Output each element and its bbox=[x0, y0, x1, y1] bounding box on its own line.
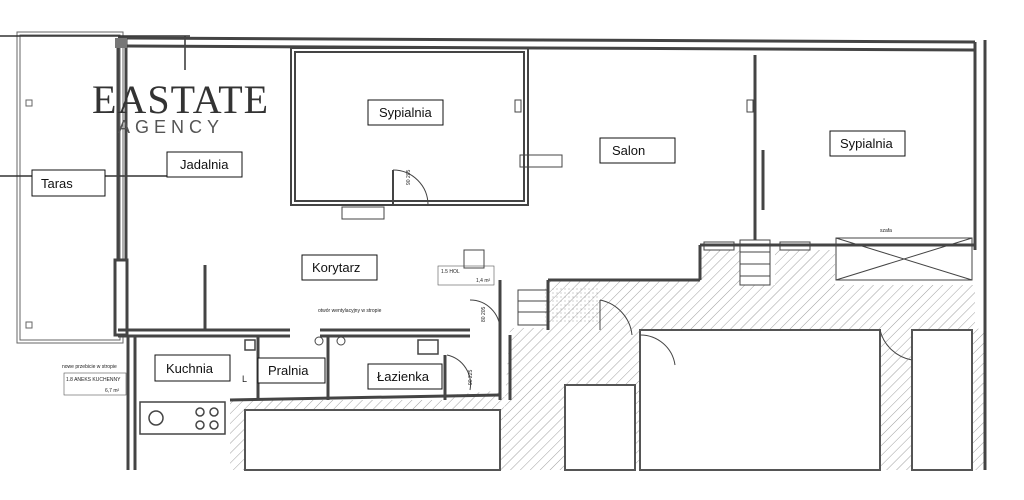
annotation-hol-id: 1.5 HOL bbox=[441, 269, 460, 275]
annotation-hol-area: 1,4 m² bbox=[476, 278, 491, 284]
door-swings bbox=[314, 299, 913, 391]
annotation-aneks-id: 1.8 ANEKS KUCHENNY bbox=[66, 377, 121, 383]
room-label-jadalnia: Jadalnia bbox=[166, 151, 243, 178]
stair-block bbox=[463, 239, 811, 326]
room-label-sypialnia-right: Sypialnia bbox=[829, 130, 906, 157]
annotation-kitchen-marker: L bbox=[242, 374, 247, 384]
bedroom-left-walls bbox=[290, 47, 754, 220]
interior-partitions bbox=[203, 55, 977, 402]
room-label-taras: Taras bbox=[31, 169, 106, 197]
logo-sub-text: AGENCY bbox=[118, 117, 224, 137]
annotation-door-wc: 80 205 bbox=[481, 306, 487, 322]
annotation-aneks-area: 6,7 m² bbox=[105, 388, 120, 394]
room-label-kuchnia: Kuchnia bbox=[154, 354, 231, 382]
logo-main-text: EASTATE bbox=[92, 77, 269, 122]
room-label-korytarz: Korytarz bbox=[301, 254, 378, 281]
annotation-aneks-box bbox=[63, 372, 127, 396]
room-label-salon: Salon bbox=[599, 137, 676, 164]
room-label-sypialnia-left-text: Sypialnia bbox=[379, 105, 433, 120]
annotation-nowe-przebicie: nowe przebicie w stropie bbox=[62, 364, 117, 370]
annotation-door-top: 90 205 bbox=[406, 169, 412, 185]
room-label-kuchnia-text: Kuchnia bbox=[166, 361, 214, 376]
room-label-salon-text: Salon bbox=[612, 143, 645, 158]
room-label-pralnia: Pralnia bbox=[257, 357, 326, 384]
annotation-hol-box bbox=[437, 265, 495, 286]
kitchen-fixtures bbox=[139, 339, 439, 435]
room-label-lazienka-text: Łazienka bbox=[377, 369, 430, 384]
room-label-pralnia-text: Pralnia bbox=[268, 363, 309, 378]
room-label-sypialnia-left: Sypialnia bbox=[367, 99, 444, 126]
room-label-korytarz-text: Korytarz bbox=[312, 260, 360, 275]
room-label-lazienka: Łazienka bbox=[367, 363, 443, 390]
room-label-sypialnia-right-text: Sypialnia bbox=[840, 136, 894, 151]
annotation-szafa: szafa bbox=[880, 228, 892, 234]
annotation-door-lazienka: 90 225 bbox=[468, 369, 474, 385]
room-label-jadalnia-text: Jadalnia bbox=[180, 157, 229, 172]
wardrobe bbox=[835, 237, 973, 281]
annotation-otwor: otwór wentylacyjny w stropie bbox=[318, 308, 382, 314]
hatched-common-area bbox=[230, 250, 985, 471]
room-label-taras-text: Taras bbox=[41, 176, 73, 191]
